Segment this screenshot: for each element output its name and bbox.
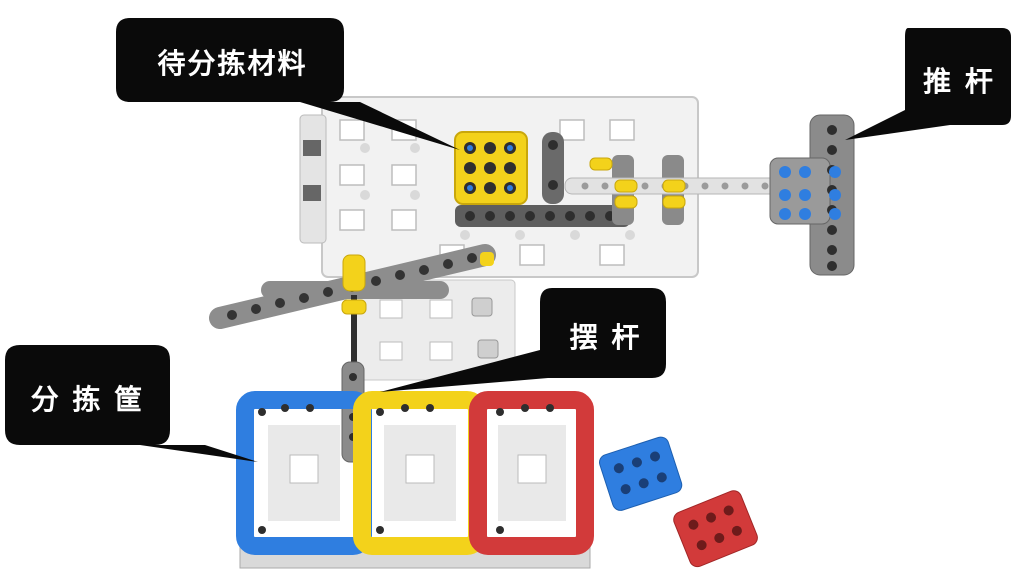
materials-stack: [454, 131, 528, 205]
callout-materials: [116, 18, 460, 150]
swing-arm: [209, 244, 496, 463]
label-basket: 分 拣 筐: [30, 383, 145, 416]
callout-basket: [5, 345, 258, 462]
sorting-baskets: [236, 391, 594, 569]
pusher-head: [769, 114, 855, 276]
callout-swing-arm: [380, 288, 666, 392]
slide-rail: [455, 205, 630, 227]
label-pusher: 推 杆: [923, 65, 995, 98]
callout-pusher: [845, 28, 1011, 140]
loose-blue-piece: [599, 436, 683, 511]
label-materials: 待分拣材料: [157, 47, 308, 80]
pusher-rod: [564, 157, 831, 209]
red-basket: [469, 391, 594, 555]
loose-red-piece: [673, 490, 758, 568]
yellow-basket: [353, 391, 486, 555]
label-swing-arm: 摆 杆: [569, 321, 642, 354]
